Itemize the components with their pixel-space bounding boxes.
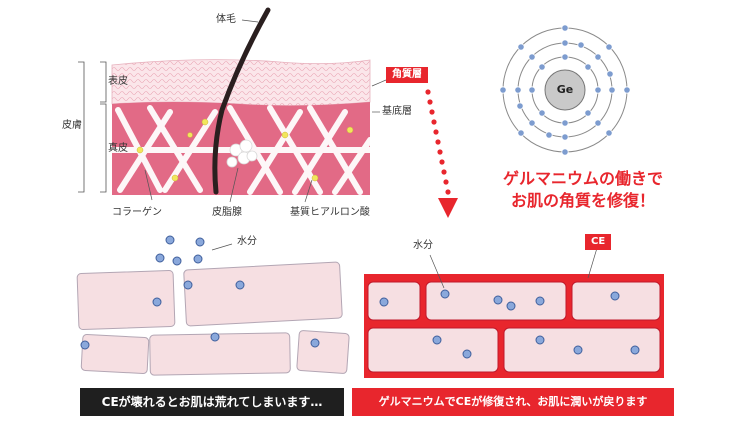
cell-block — [183, 261, 343, 327]
headline-line-1: ゲルマニウムの働きで — [502, 169, 663, 188]
atom-symbol: Ge — [556, 83, 574, 96]
transition-arrow — [425, 89, 458, 218]
cell-block — [367, 281, 421, 321]
label-basal-layer: 基底層 — [382, 106, 412, 117]
left-caption-banner: CEが壊れるとお肌は荒れてしまいます… — [80, 388, 344, 416]
nucleus — [544, 69, 586, 111]
label-skin: 皮膚 — [62, 120, 82, 131]
label-hyaluronic-acid: 基質ヒアルロン酸 — [290, 207, 370, 218]
cell-block — [149, 332, 291, 376]
right-water-label: 水分 — [413, 240, 433, 251]
left-water-label: 水分 — [237, 236, 257, 247]
hyaluronic-dots — [136, 118, 354, 182]
cell-block — [296, 330, 350, 374]
label-stratum-corneum: 角質層 — [386, 67, 428, 83]
sebaceous-gland — [226, 139, 258, 168]
hair-strand — [212, 7, 271, 195]
cell-block — [80, 334, 150, 374]
label-sebaceous-gland: 皮脂腺 — [212, 207, 242, 218]
water-drops-right — [379, 289, 640, 359]
headline-line-2: お肌の角質を修復！ — [510, 191, 655, 210]
right-caption-banner: ゲルマニウムでCEが修復され、お肌に潤いが戻ります — [352, 388, 674, 416]
cell-block — [571, 281, 661, 321]
collagen-fibers — [109, 105, 373, 195]
ce-label: CE — [585, 234, 612, 250]
label-epidermis: 表皮 — [108, 76, 128, 87]
label-dermis: 真皮 — [108, 143, 128, 154]
water-drops-left — [80, 235, 320, 350]
label-hair: 体毛 — [216, 14, 236, 25]
cell-block — [76, 269, 176, 331]
label-collagen: コラーゲン — [112, 207, 162, 218]
cell-block — [367, 327, 499, 373]
electrons — [499, 24, 631, 156]
